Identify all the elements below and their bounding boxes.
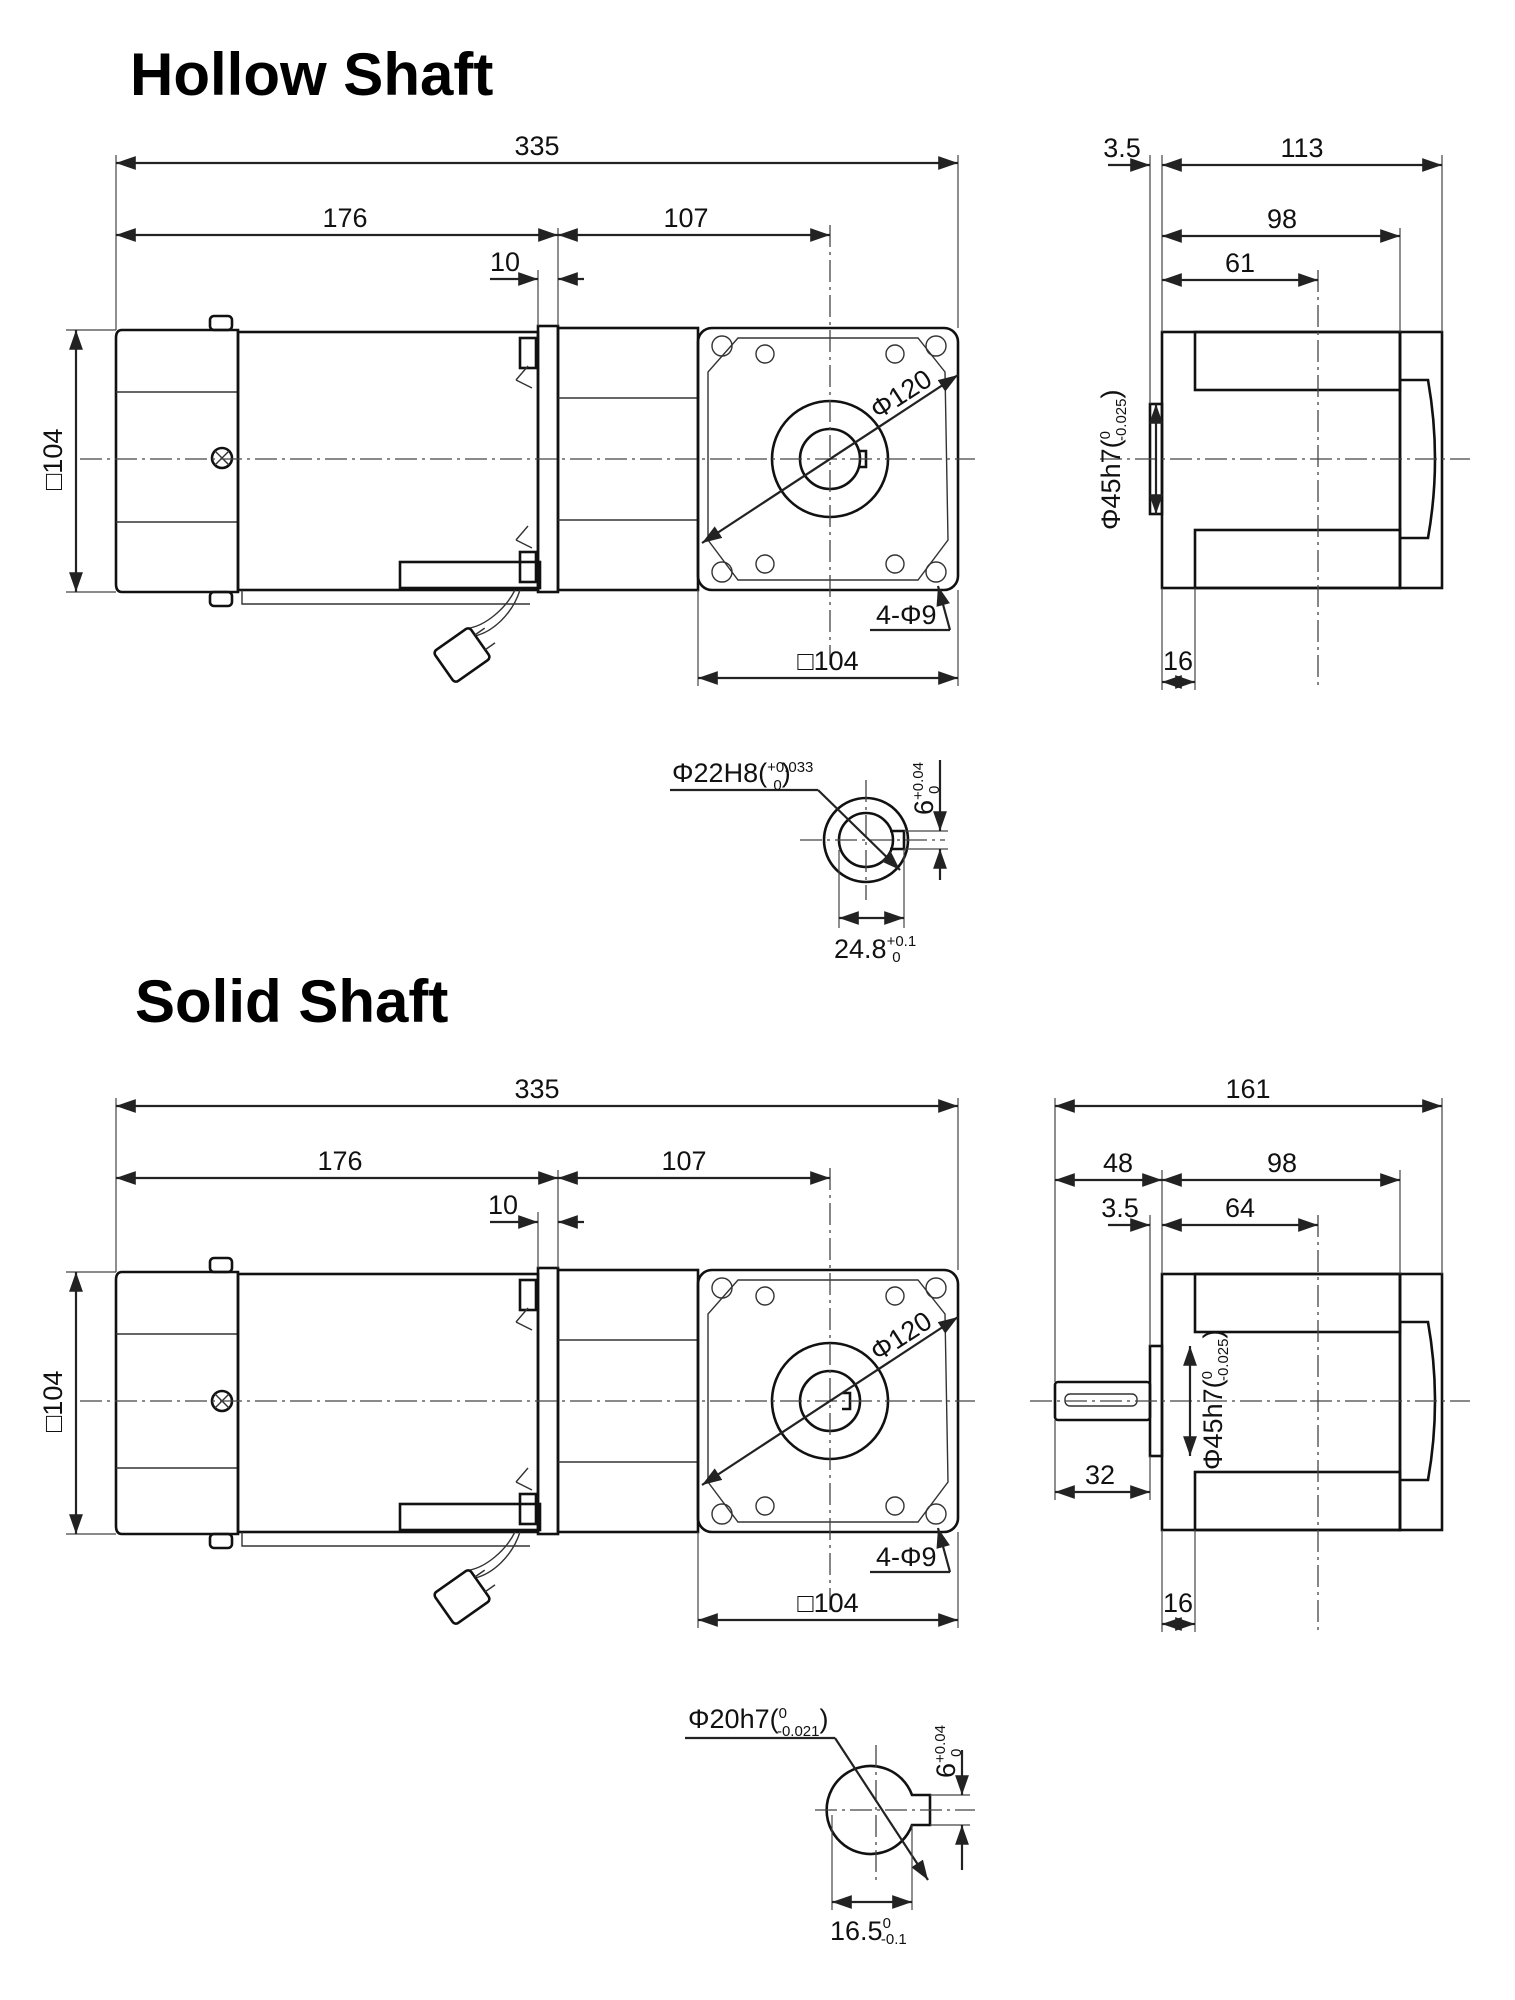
side-98-label: 98 [1267,204,1297,234]
pilot-diameter-label: Φ45h7(0-0.025) [1198,1330,1232,1471]
side-housing [1160,330,1402,590]
flange-thickness-label: 10 [490,247,520,277]
connector-plug [433,627,496,683]
motor-length-label: 176 [317,1146,362,1176]
mounting-holes-label: 4-Φ9 [876,1542,937,1572]
motor-end-cap [114,328,240,594]
shaft-section [825,1764,932,1856]
screw-icon [210,446,234,470]
solid-shaft-title: Solid Shaft [135,968,448,1035]
solid-side-view: 161 48 98 3.5 64 Φ45h7(0-0.025) 32 16 [1030,1074,1470,1632]
hollow-side-view: 3.5 113 98 61 Φ45h7(0-0.025) 16 [1096,133,1470,690]
motor-body [236,330,540,592]
height-label: □104 [38,429,68,490]
diameter-label: Φ120 [865,364,937,425]
gear-square-label: □104 [797,1588,858,1618]
motor-length-label: 176 [322,203,367,233]
side-shaft-label: 48 [1103,1148,1133,1178]
shaft-length-label: 32 [1085,1460,1115,1490]
diameter-label: Φ120 [865,1306,937,1367]
gear-length-label: 107 [661,1146,706,1176]
hollow-front-view: Φ120 335 176 107 10 □104 4-Φ9 □104 [38,131,975,686]
pilot-diameter-label: Φ45h7(0-0.025) [1096,390,1130,531]
key-width-label: 6+0.040 [931,1725,965,1778]
side-64-label: 64 [1225,1193,1255,1223]
side-total-label: 161 [1225,1074,1270,1104]
connector-plug [433,1569,496,1625]
overall-length-label: 335 [514,131,559,161]
pilot-depth-label: 16 [1163,646,1193,676]
flange-thickness-label: 10 [488,1190,518,1220]
overall-length-label: 335 [514,1074,559,1104]
side-offset-label: 3.5 [1103,133,1141,163]
side-98-label: 98 [1267,1148,1297,1178]
height-label: □104 [38,1371,68,1432]
side-total-label: 113 [1280,133,1323,163]
hollow-shaft-title: Hollow Shaft [130,41,493,108]
solid-front-view: Φ120 335 176 107 10 □104 4-Φ9 □104 [38,1074,975,1628]
gear-square-label: □104 [797,646,858,676]
shaft-flat-label: 16.50-0.1 [830,1915,907,1948]
pilot-depth-label: 16 [1163,1588,1193,1618]
side-61-label: 61 [1225,248,1255,278]
solid-shaft-detail: Φ20h7(0-0.021) 6+0.040 16.50-0.1 [685,1704,975,1948]
key-width-label: 6+0.040 [909,762,943,815]
mounting-holes-label: 4-Φ9 [876,600,937,630]
shaft-diameter-label: Φ20h7(0-0.021) [688,1704,829,1740]
side-offset-label: 3.5 [1101,1193,1139,1223]
gear-length-label: 107 [663,203,708,233]
